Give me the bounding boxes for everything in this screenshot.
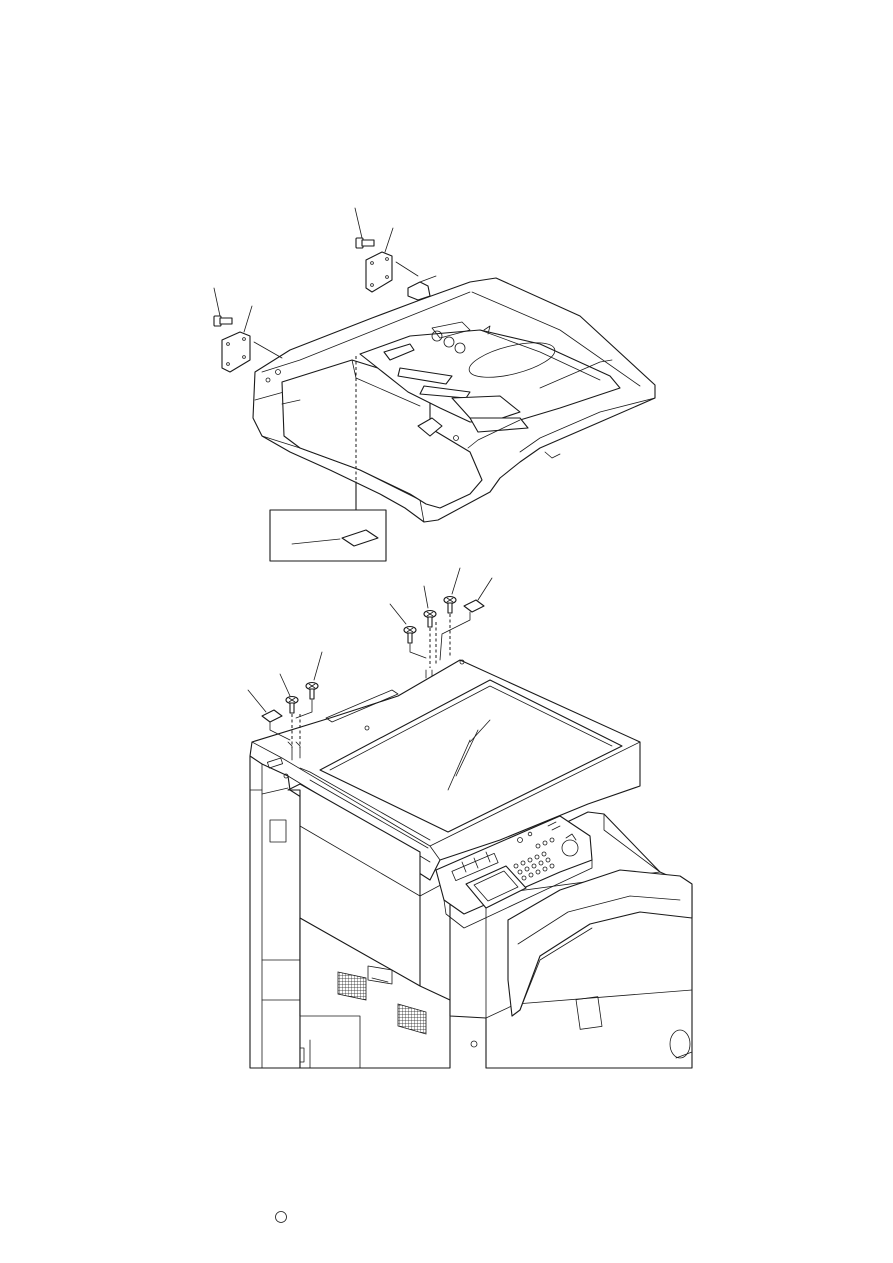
screw-icon: [305, 681, 319, 700]
screw-icon: [403, 625, 417, 644]
front-screw-group: [247, 651, 323, 748]
hinge-cover-front: [213, 287, 283, 373]
screw-icon: [355, 237, 375, 249]
screw-icon: [213, 315, 233, 327]
cap-icon: [261, 709, 283, 723]
vent-grille: [337, 971, 367, 1001]
start-button: [561, 839, 579, 857]
screw-icon: [443, 595, 457, 614]
platen-glass: [319, 679, 623, 833]
document-feeder-assembly: [252, 275, 656, 523]
detail-inset: [269, 509, 387, 562]
output-tray: [507, 869, 693, 1017]
vent-grille: [397, 1003, 427, 1035]
touch-screen: [465, 865, 527, 909]
copyright-icon: [275, 1211, 287, 1223]
screw-icon: [423, 609, 437, 628]
copier-main-unit: [249, 659, 693, 1069]
screw-icon: [285, 695, 299, 714]
cap-icon: [463, 599, 485, 613]
original-tray: [359, 329, 621, 423]
rear-screw-group: [389, 567, 493, 668]
keypad: [513, 837, 555, 881]
hinge-cover-rear: [354, 207, 419, 293]
